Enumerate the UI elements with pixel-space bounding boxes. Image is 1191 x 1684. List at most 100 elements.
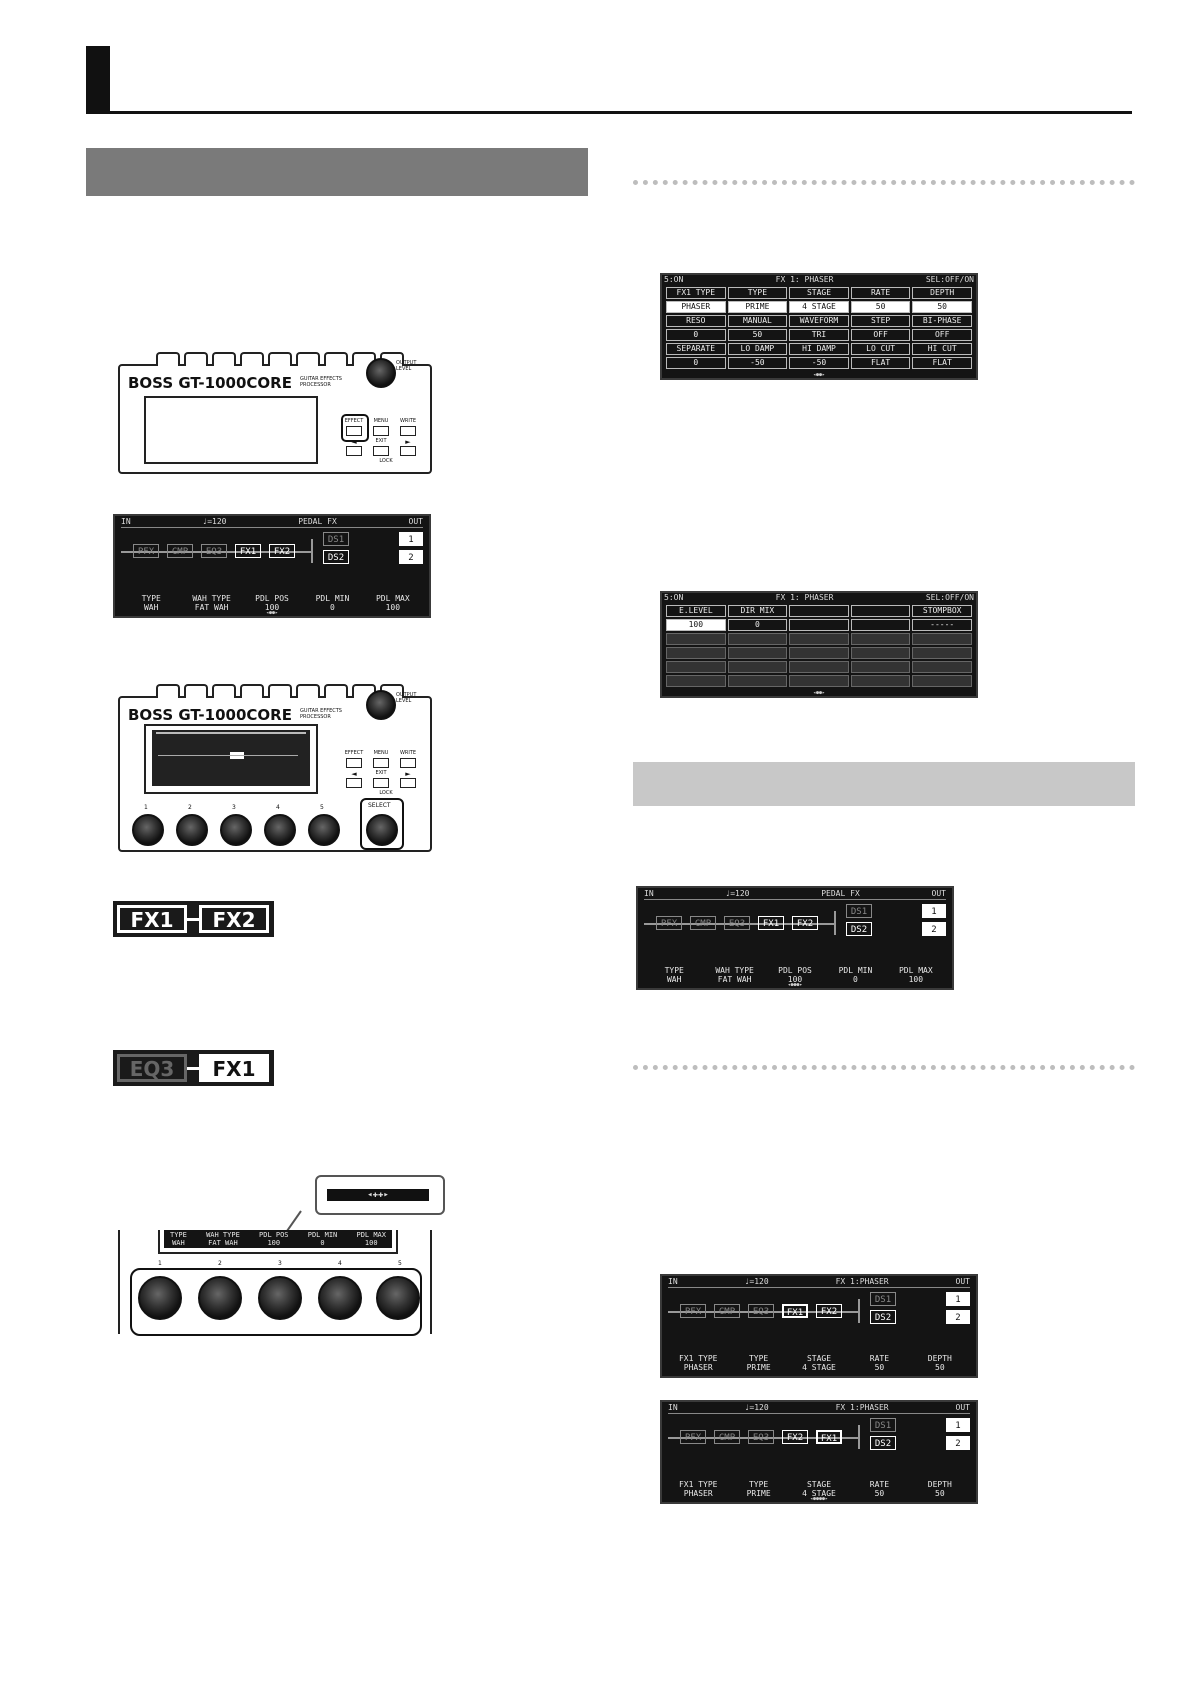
block-fx2[interactable]: FX2 bbox=[782, 1430, 808, 1444]
output-2: 2 bbox=[922, 922, 946, 936]
output-level-knob[interactable] bbox=[366, 690, 396, 720]
block-fx1[interactable]: FX1 bbox=[782, 1304, 808, 1318]
effect-label: EFFECT bbox=[344, 418, 364, 424]
grid-right-status: SEL:OFF/ON bbox=[925, 275, 974, 284]
knob-3[interactable] bbox=[258, 1276, 302, 1320]
effect-button[interactable] bbox=[346, 426, 362, 436]
right-arrow-label: ► bbox=[405, 770, 411, 778]
exit-button[interactable] bbox=[373, 446, 389, 456]
knob-2[interactable] bbox=[198, 1276, 242, 1320]
block-cmp[interactable]: CMP bbox=[690, 916, 716, 930]
grid-left-status: 5:ON bbox=[664, 593, 684, 602]
write-button[interactable] bbox=[400, 758, 416, 768]
block-pfx[interactable]: PFX bbox=[133, 544, 159, 558]
block-pfx[interactable]: PFX bbox=[656, 916, 682, 930]
right-button[interactable] bbox=[400, 446, 416, 456]
block-fx2[interactable]: FX2 bbox=[816, 1304, 842, 1318]
chip-fx1-fx2: FX1 FX2 bbox=[113, 901, 274, 937]
select-knob[interactable] bbox=[366, 814, 398, 846]
block-eq3[interactable]: EQ3 bbox=[748, 1430, 774, 1444]
block-pfx[interactable]: PFX bbox=[680, 1304, 706, 1318]
block-cmp[interactable]: CMP bbox=[714, 1304, 740, 1318]
screen-title: FX 1:PHASER bbox=[835, 1277, 889, 1286]
exit-button[interactable] bbox=[373, 778, 389, 788]
knob-3-label: 3 bbox=[232, 804, 236, 811]
output-level-knob[interactable] bbox=[366, 358, 396, 388]
left-button[interactable] bbox=[346, 446, 362, 456]
menu-button[interactable] bbox=[373, 758, 389, 768]
menu-label: MENU bbox=[373, 750, 389, 756]
knob-5[interactable] bbox=[376, 1276, 420, 1320]
block-fx1[interactable]: FX1 bbox=[758, 916, 784, 930]
knob-5-label: 5 bbox=[398, 1260, 402, 1267]
knob-4-label: 4 bbox=[276, 804, 280, 811]
knob-1[interactable] bbox=[132, 814, 164, 846]
tempo: ♩=120 bbox=[202, 517, 227, 526]
write-button[interactable] bbox=[400, 426, 416, 436]
knobs-highlight bbox=[130, 1268, 422, 1336]
knob-2-label: 2 bbox=[218, 1260, 222, 1267]
grid-title: FX 1: PHASER bbox=[775, 275, 834, 284]
device-panel-knobs: BOSS GT-1000CORE GUITAR EFFECTS PROCESSO… bbox=[118, 684, 432, 852]
screen-title: PEDAL FX bbox=[298, 517, 337, 526]
block-eq3[interactable]: EQ3 bbox=[724, 916, 750, 930]
knob-5-label: 5 bbox=[320, 804, 324, 811]
menu-button[interactable] bbox=[373, 426, 389, 436]
block-ds1[interactable]: DS1 bbox=[870, 1418, 896, 1432]
block-eq3[interactable]: EQ3 bbox=[748, 1304, 774, 1318]
tempo: ♩=120 bbox=[744, 1403, 769, 1412]
block-fx1[interactable]: FX1 bbox=[816, 1430, 842, 1444]
block-fx1[interactable]: FX1 bbox=[235, 544, 261, 558]
block-ds2[interactable]: DS2 bbox=[846, 922, 872, 936]
block-cmp[interactable]: CMP bbox=[714, 1430, 740, 1444]
page-indicator: ◂●●▸ bbox=[812, 690, 826, 696]
right-button[interactable] bbox=[400, 778, 416, 788]
brand-subtitle: GUITAR EFFECTS PROCESSOR bbox=[300, 708, 342, 720]
effect-button[interactable] bbox=[346, 758, 362, 768]
effect-button-highlight bbox=[341, 414, 369, 442]
section-header-dark bbox=[86, 148, 588, 196]
chip-fx1-selected: FX1 bbox=[199, 1054, 269, 1082]
block-ds1[interactable]: DS1 bbox=[870, 1292, 896, 1306]
block-ds1[interactable]: DS1 bbox=[323, 532, 349, 546]
output-2: 2 bbox=[946, 1310, 970, 1324]
select-highlight bbox=[360, 798, 404, 850]
block-fx2[interactable]: FX2 bbox=[269, 544, 295, 558]
knob-4-label: 4 bbox=[338, 1260, 342, 1267]
in-meter: IN bbox=[644, 889, 654, 898]
knob-2[interactable] bbox=[176, 814, 208, 846]
knob-3[interactable] bbox=[220, 814, 252, 846]
knob-1-label: 1 bbox=[144, 804, 148, 811]
block-ds2[interactable]: DS2 bbox=[870, 1436, 896, 1450]
block-ds2[interactable]: DS2 bbox=[323, 550, 349, 564]
knob-4[interactable] bbox=[264, 814, 296, 846]
block-fx2[interactable]: FX2 bbox=[792, 916, 818, 930]
knob-4[interactable] bbox=[318, 1276, 362, 1320]
output-1: 1 bbox=[946, 1418, 970, 1432]
brand-logo: BOSS GT-1000CORE bbox=[128, 706, 292, 724]
knob-1[interactable] bbox=[138, 1276, 182, 1320]
knob-5[interactable] bbox=[308, 814, 340, 846]
block-cmp[interactable]: CMP bbox=[167, 544, 193, 558]
in-meter: IN bbox=[668, 1277, 678, 1286]
grid-left-status: 5:ON bbox=[664, 275, 684, 284]
block-pfx[interactable]: PFX bbox=[680, 1430, 706, 1444]
block-ds1[interactable]: DS1 bbox=[846, 904, 872, 918]
block-eq3[interactable]: EQ3 bbox=[201, 544, 227, 558]
left-button[interactable] bbox=[346, 778, 362, 788]
block-ds2[interactable]: DS2 bbox=[870, 1310, 896, 1324]
exit-label: EXIT bbox=[375, 438, 387, 444]
dotted-divider bbox=[633, 1065, 1135, 1070]
device-panel-top: BOSS GT-1000CORE GUITAR EFFECTS PROCESSO… bbox=[118, 352, 432, 474]
